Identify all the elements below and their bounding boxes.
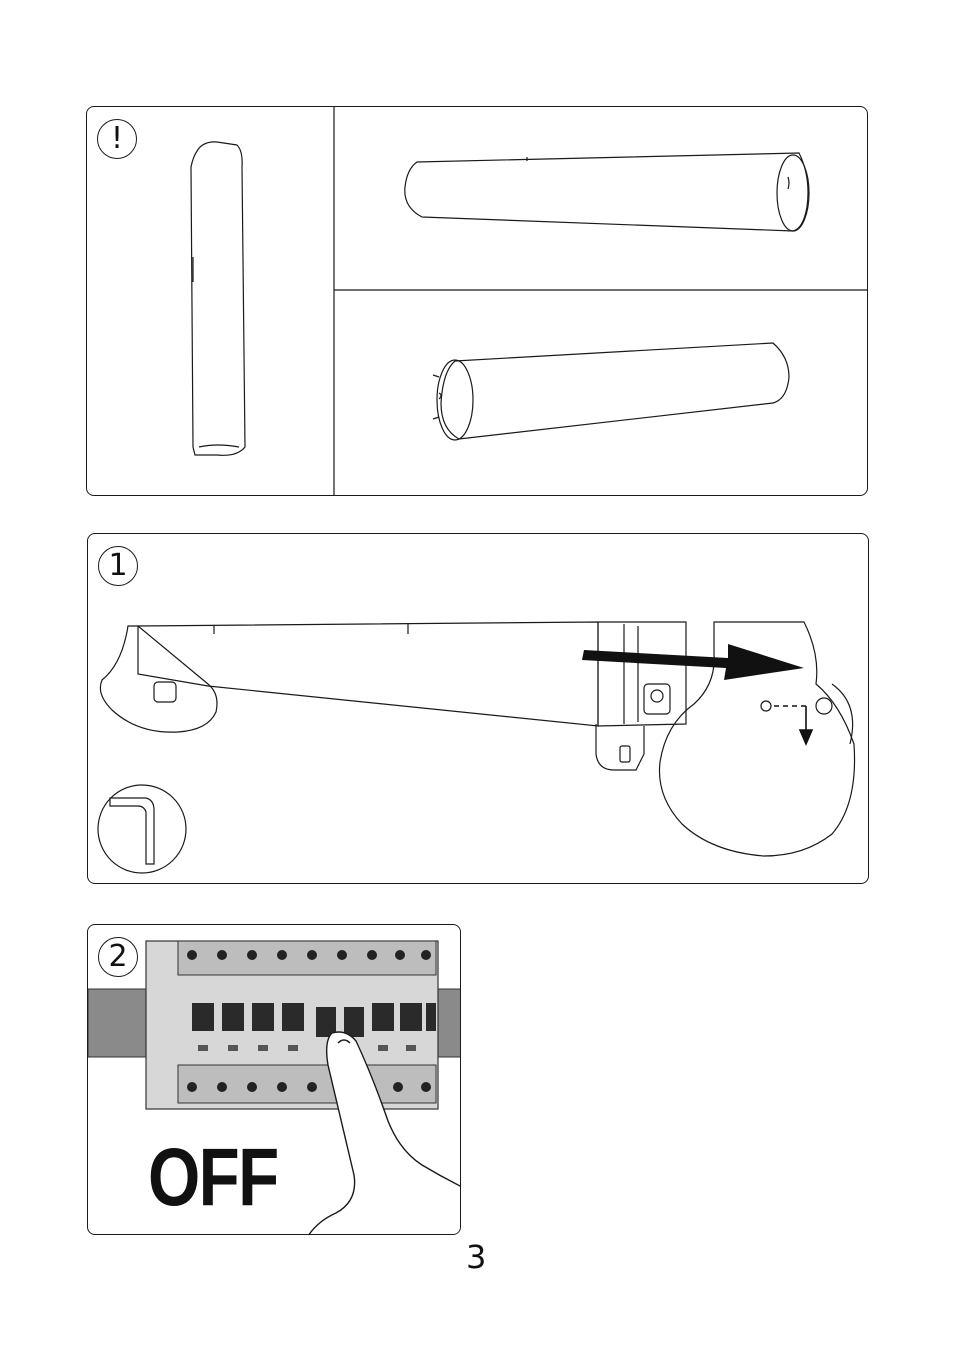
warning-badge: ! (97, 119, 137, 159)
warning-panel: ! (86, 106, 868, 496)
step2-badge: 2 (98, 937, 138, 977)
step1-illustration (88, 534, 869, 884)
direction-arrow (582, 644, 804, 680)
screw-icon (774, 706, 812, 744)
hex-key-icon (98, 785, 186, 873)
vertical-lamp-illustration (191, 142, 245, 455)
step1-badge: 1 (98, 546, 138, 586)
horizontal-lamp-bottom-illustration (433, 343, 789, 440)
step1-panel: 1 (87, 533, 869, 884)
horizontal-lamp-top-illustration (405, 153, 809, 231)
orientation-illustrations (87, 107, 868, 496)
off-label: OFF (148, 1137, 278, 1219)
step2-panel: 2 OFF (87, 924, 461, 1235)
page-number: 3 (466, 1238, 486, 1276)
